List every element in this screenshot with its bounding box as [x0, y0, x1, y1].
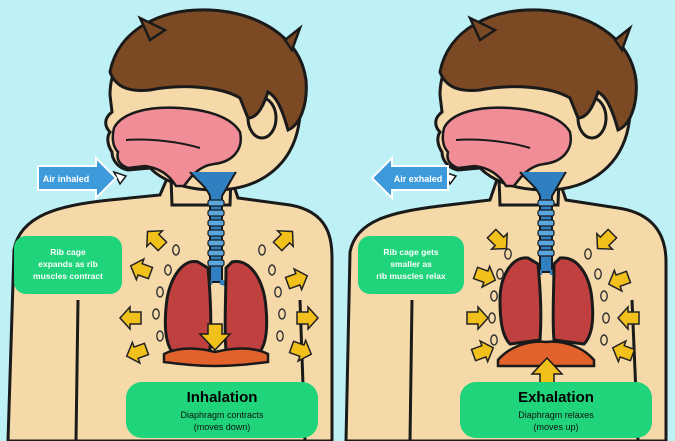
diaphragm — [164, 349, 268, 367]
air-inhaled-label: Air inhaled — [43, 174, 90, 184]
rib-note-right: Rib cage gets smaller as rib muscles rel… — [358, 236, 464, 294]
inhalation-caption: Inhalation Diaphragm contracts (moves do… — [126, 382, 318, 438]
svg-text:(moves down): (moves down) — [194, 422, 251, 432]
svg-text:rib muscles relax: rib muscles relax — [376, 271, 446, 281]
air-exhaled-label: Air exhaled — [394, 174, 443, 184]
svg-text:Rib cage: Rib cage — [50, 247, 86, 257]
svg-text:(moves up): (moves up) — [533, 422, 578, 432]
svg-text:Rib cage gets: Rib cage gets — [383, 247, 439, 257]
svg-text:expands as rib: expands as rib — [38, 259, 98, 269]
exhalation-caption: Exhalation Diaphragm relaxes (moves up) — [460, 382, 652, 438]
svg-text:Diaphragm relaxes: Diaphragm relaxes — [518, 410, 594, 420]
svg-text:smaller as: smaller as — [390, 259, 432, 269]
svg-text:muscles contract: muscles contract — [33, 271, 103, 281]
inhalation-title: Inhalation — [187, 389, 258, 406]
svg-text:Diaphragm contracts: Diaphragm contracts — [180, 410, 264, 420]
exhalation-title: Exhalation — [518, 389, 594, 406]
left-lung — [500, 258, 541, 344]
rib-note-left: Rib cage expands as rib muscles contract — [14, 236, 122, 294]
